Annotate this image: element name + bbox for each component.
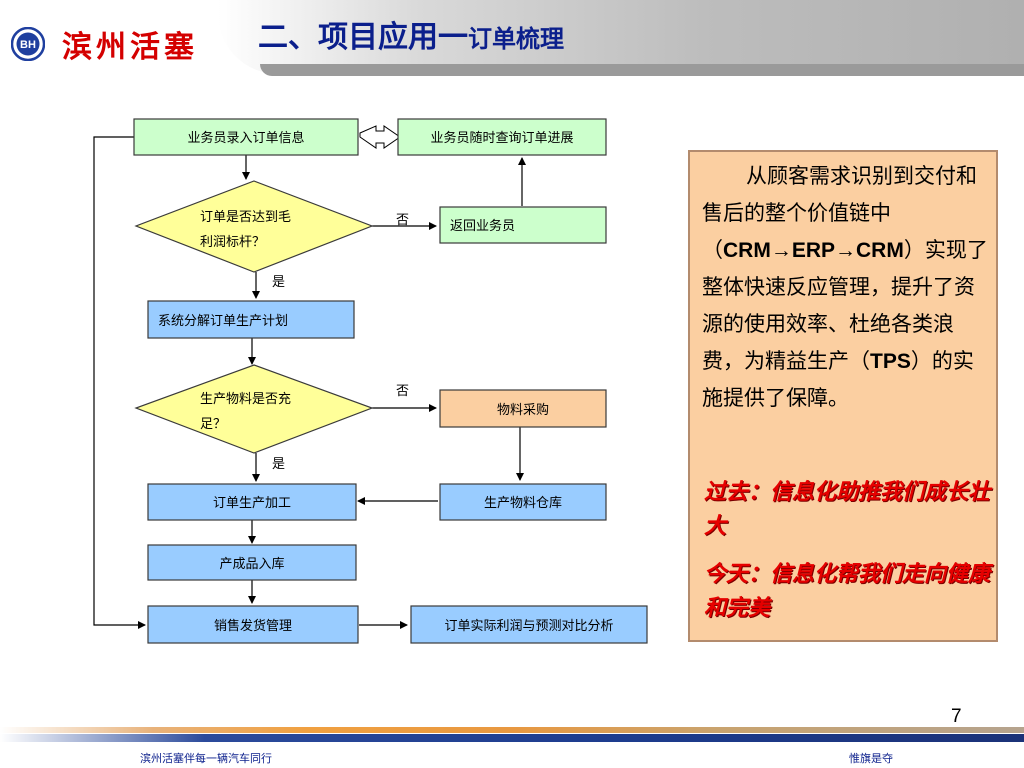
query-label: 业务员随时查询订单进展 bbox=[430, 130, 573, 146]
page-number: 7 bbox=[951, 706, 962, 727]
today-statement: 今天：信息化帮我们走向健康和完美 bbox=[704, 562, 991, 621]
entry-label: 业务员录入订单信息 bbox=[187, 130, 304, 146]
footer-slogan: 滨州活塞伴每一辆汽车同行 bbox=[140, 752, 272, 765]
company-logo-icon: BH bbox=[11, 27, 45, 61]
material-check-line1: 生产物料是否充 bbox=[200, 391, 291, 407]
production-label: 订单生产加工 bbox=[213, 496, 291, 511]
double-arrow-icon bbox=[359, 125, 401, 149]
analysis-label: 订单实际利润与预测对比分析 bbox=[444, 619, 613, 634]
sales-label: 销售发货管理 bbox=[214, 618, 292, 634]
summary-crm: CRM→ERP→CRM bbox=[723, 239, 904, 262]
query-box bbox=[397, 118, 607, 156]
margin-check-line1: 订单是否达到毛 bbox=[200, 210, 291, 225]
title-sub: 订单梳理 bbox=[468, 25, 564, 53]
return-label: 返回业务员 bbox=[450, 218, 515, 234]
title-main: 二、项目应用一 bbox=[258, 20, 468, 55]
footer-motto: 惟旗是夺 bbox=[849, 752, 893, 765]
warehouse-label: 生产物料仓库 bbox=[484, 495, 562, 511]
decompose-box bbox=[147, 300, 355, 339]
yes-label-2: 是 bbox=[272, 457, 285, 472]
header-gradient bbox=[218, 0, 1024, 74]
entry-box bbox=[133, 118, 359, 156]
margin-check-line2: 利润标杆？ bbox=[200, 235, 265, 250]
return-box bbox=[439, 206, 607, 244]
loop-connector bbox=[93, 136, 146, 629]
brand-name: 滨州活塞 bbox=[62, 30, 198, 65]
summary-paragraph: 从顾客需求识别到交付和售后的整个价值链中（CRM→ERP→CRM）实现了整体快速… bbox=[702, 158, 990, 417]
margin-check-diamond bbox=[134, 180, 374, 273]
purchase-box bbox=[439, 389, 607, 428]
warehouse-box bbox=[439, 483, 607, 521]
footer-orange-line bbox=[0, 727, 1024, 733]
purchase-label: 物料采购 bbox=[497, 402, 549, 418]
no-label-2: 否 bbox=[396, 384, 409, 399]
footer-blue-line bbox=[0, 734, 1024, 742]
summary-text-1: 从顾客需求识别到交付和售后的整个价值链中（ bbox=[702, 164, 977, 262]
page-title: 二、项目应用一订单梳理 bbox=[258, 12, 564, 56]
stockin-box bbox=[147, 544, 357, 581]
stockin-label: 产成品入库 bbox=[219, 556, 284, 572]
analysis-box bbox=[410, 605, 648, 644]
production-box bbox=[147, 483, 357, 521]
no-label-1: 否 bbox=[396, 213, 409, 228]
past-statement: 过去：信息化助推我们成长壮大 bbox=[704, 480, 991, 539]
summary-text-2: ）实现了整体快速反应管理，提升了资源的使用效率、杜绝各类浪费，为精益生产（ bbox=[702, 238, 988, 373]
sales-box bbox=[147, 605, 359, 644]
material-check-line2: 足？ bbox=[200, 417, 226, 432]
logo-text: BH bbox=[20, 39, 36, 51]
material-check-diamond bbox=[134, 364, 374, 454]
summary-panel: 从顾客需求识别到交付和售后的整个价值链中（CRM→ERP→CRM）实现了整体快速… bbox=[688, 150, 998, 642]
summary-tps: TPS bbox=[870, 350, 911, 373]
yes-label-1: 是 bbox=[272, 275, 285, 290]
summary-text-3: ）的实施提供了保障。 bbox=[702, 349, 974, 410]
header-underline bbox=[260, 64, 1024, 76]
decompose-label: 系统分解订单生产计划 bbox=[158, 314, 288, 329]
